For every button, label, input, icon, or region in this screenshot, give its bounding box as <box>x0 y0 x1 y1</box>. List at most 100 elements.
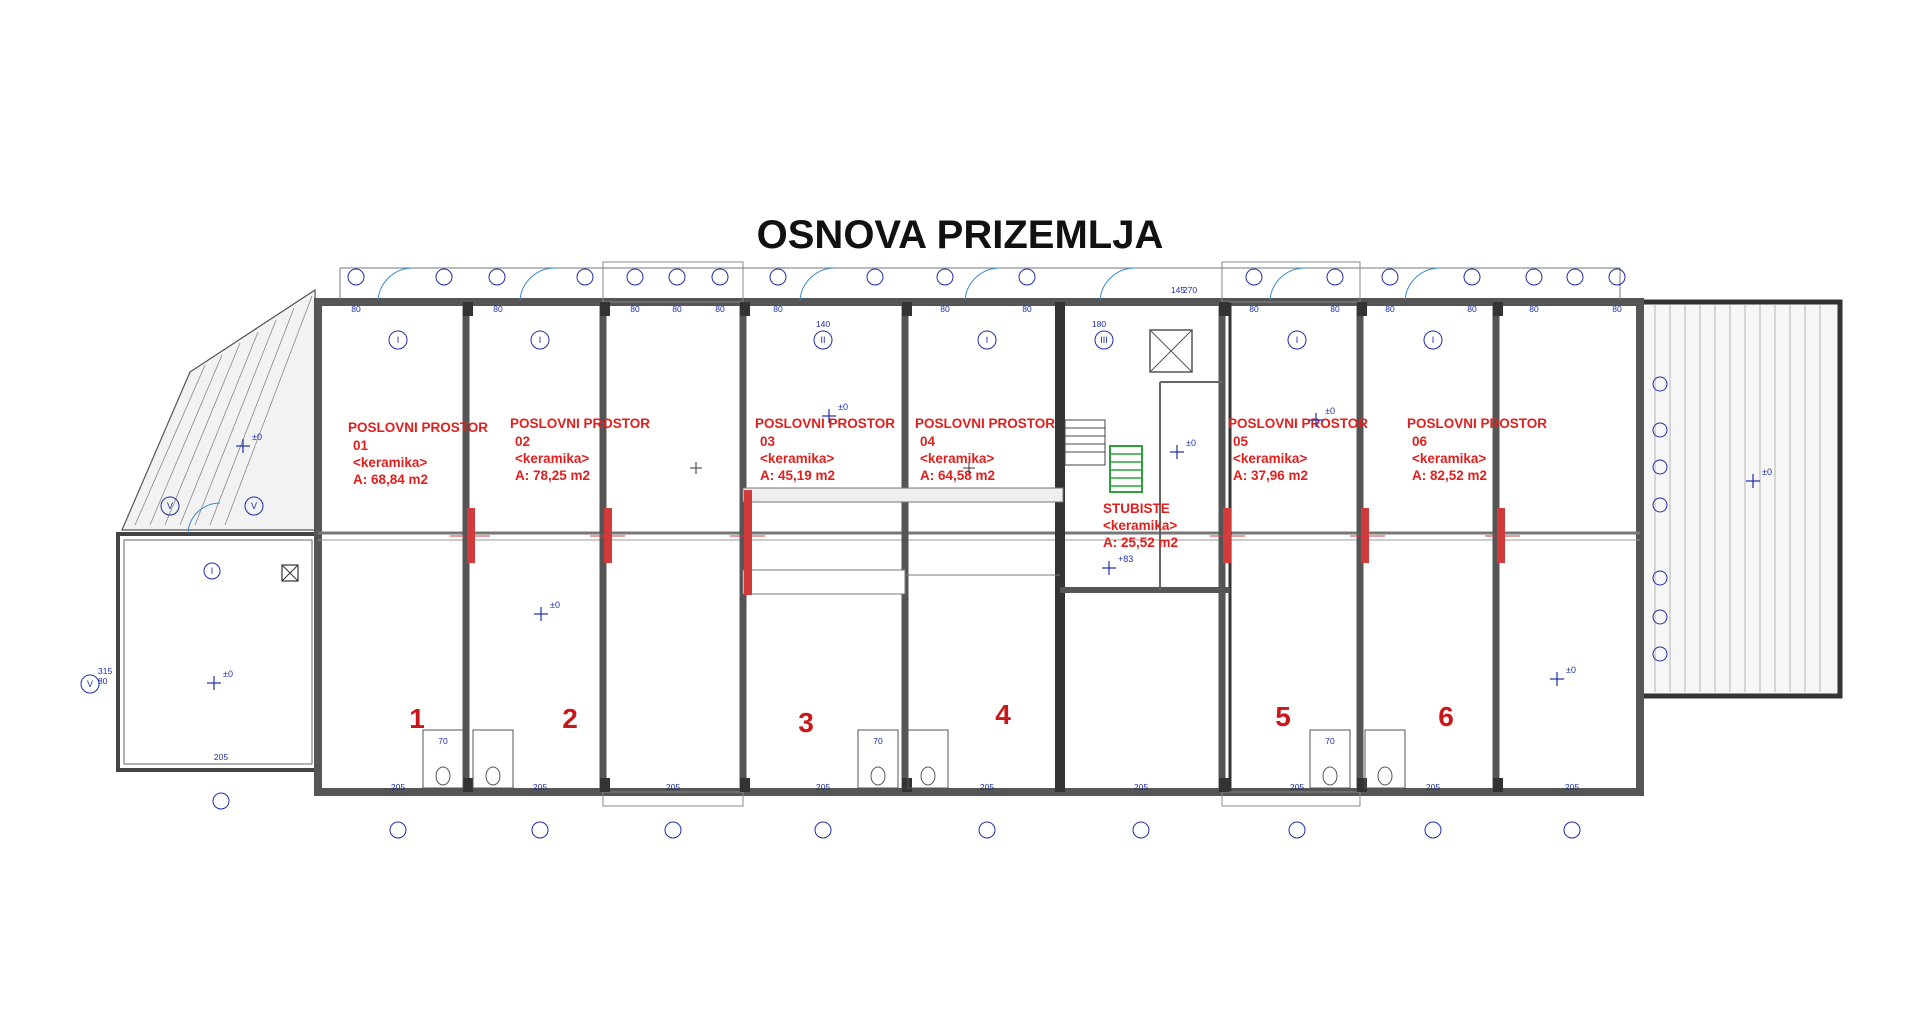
level-mark: ±0 <box>1325 406 1335 416</box>
dim: 145 <box>1171 285 1185 295</box>
room-label-06: POSLOVNI PROSTOR 06 <keramika> A: 82,52 … <box>1407 416 1547 483</box>
dim: 205 <box>980 782 994 792</box>
tag-label: I <box>539 335 542 345</box>
left-ramp <box>121 288 321 531</box>
level-mark: ±0 <box>1566 665 1576 675</box>
level-mark: ±0 <box>838 402 848 412</box>
dim: 205 <box>391 782 405 792</box>
stairwell-finish: <keramika> <box>1103 518 1177 533</box>
room-number: 06 <box>1412 434 1428 449</box>
plan-title: OSNOVA PRIZEMLJA <box>757 213 1164 257</box>
level-mark: ±0 <box>252 432 262 442</box>
dim: 80 <box>98 676 108 686</box>
level-mark: ±0 <box>223 669 233 679</box>
room-name: POSLOVNI PROSTOR <box>755 416 895 431</box>
dim: 315 <box>98 666 112 676</box>
room-label-01: POSLOVNI PROSTOR 01 <keramika> A: 68,84 … <box>348 420 488 487</box>
room-label-05: POSLOVNI PROSTOR 05 <keramika> A: 37,96 … <box>1228 416 1368 483</box>
room-finish: <keramika> <box>515 451 589 466</box>
vestibule-frame <box>116 532 320 772</box>
dim: 80 <box>1385 304 1395 314</box>
dim: 70 <box>438 736 448 746</box>
dim: 80 <box>1467 304 1477 314</box>
room-area: A: 64,58 m2 <box>920 468 995 483</box>
unit-number-3: 3 <box>798 707 814 738</box>
room-label-03: POSLOVNI PROSTOR 03 <keramika> A: 45,19 … <box>755 416 895 483</box>
room-number: 05 <box>1233 434 1249 449</box>
room-label-04: POSLOVNI PROSTOR 04 <keramika> A: 64,58 … <box>915 416 1055 483</box>
room-area: A: 68,84 m2 <box>353 472 428 487</box>
level-mark: ±0 <box>550 600 560 610</box>
unit-number-1: 1 <box>409 703 425 734</box>
room-area: A: 82,52 m2 <box>1412 468 1487 483</box>
dim: 80 <box>940 304 950 314</box>
building-walls <box>314 261 1644 807</box>
room-finish: <keramika> <box>1412 451 1486 466</box>
unit-number-6: 6 <box>1438 701 1454 732</box>
dim: 205 <box>1290 782 1304 792</box>
level-markers <box>207 409 1760 690</box>
dim: 80 <box>1022 304 1032 314</box>
cross-marks <box>690 462 975 474</box>
room-label-02: POSLOVNI PROSTOR 02 <keramika> A: 78,25 … <box>510 416 650 483</box>
door-arcs <box>187 267 1441 534</box>
room-number: 03 <box>760 434 776 449</box>
dim: 180 <box>1092 319 1106 329</box>
tag-label: I <box>986 335 989 345</box>
unit-number-2: 2 <box>562 703 578 734</box>
dim: 270 <box>1183 285 1197 295</box>
room-finish: <keramika> <box>1233 451 1307 466</box>
dim: 205 <box>533 782 547 792</box>
dim: 80 <box>630 304 640 314</box>
dim: 70 <box>873 736 883 746</box>
dim: 140 <box>816 319 830 329</box>
right-side-tags <box>1652 376 1668 662</box>
tag-label: I <box>211 566 214 576</box>
dim: 80 <box>493 304 503 314</box>
room-finish: <keramika> <box>760 451 834 466</box>
wc-fixtures <box>422 729 1406 789</box>
room-area: A: 45,19 m2 <box>760 468 835 483</box>
tag-label: I <box>1296 335 1299 345</box>
tag-label: I <box>397 335 400 345</box>
room-name: POSLOVNI PROSTOR <box>1228 416 1368 431</box>
room-name: POSLOVNI PROSTOR <box>1407 416 1547 431</box>
dim: 80 <box>672 304 682 314</box>
tag-label: V <box>167 501 173 511</box>
tag-label: II <box>820 335 825 345</box>
tag-label: V <box>87 679 93 689</box>
bottom-window-tags <box>212 792 1581 839</box>
unit-number-4: 4 <box>995 699 1011 730</box>
stairwell-label: STUBISTE <keramika> A: 25,52 m2 <box>1103 501 1178 550</box>
room-number: 04 <box>920 434 936 449</box>
room-name: POSLOVNI PROSTOR <box>915 416 1055 431</box>
level-mark: ±0 <box>1186 438 1196 448</box>
unit-number-5: 5 <box>1275 701 1291 732</box>
room-number: 01 <box>353 438 369 453</box>
tag-label: V <box>251 501 257 511</box>
dim: 80 <box>1612 304 1622 314</box>
stairwell-stairs <box>1064 329 1193 493</box>
stairwell-name: STUBISTE <box>1103 501 1170 516</box>
bottom-dimensions: 205 205 205 205 205 205 205 205 205 205 … <box>98 666 1579 792</box>
tag-label: I <box>1432 335 1435 345</box>
dim: 80 <box>1529 304 1539 314</box>
room-number: 02 <box>515 434 530 449</box>
dim: 80 <box>351 304 361 314</box>
tag-label: III <box>1100 335 1108 345</box>
dim: 70 <box>1325 736 1335 746</box>
window-tags-top <box>80 268 1626 694</box>
dim: 80 <box>715 304 725 314</box>
top-dimensions: 80 80 80 80 80 80 80 80 80 80 80 80 80 8… <box>351 285 1622 329</box>
room-name: POSLOVNI PROSTOR <box>348 420 488 435</box>
dim: 80 <box>773 304 783 314</box>
room-finish: <keramika> <box>353 455 427 470</box>
right-terrace <box>1637 299 1843 699</box>
dim: 205 <box>1134 782 1148 792</box>
dim: 80 <box>1330 304 1340 314</box>
level-mark: ±0 <box>1762 467 1772 477</box>
room-area: A: 78,25 m2 <box>515 468 590 483</box>
stairwell-area: A: 25,52 m2 <box>1103 535 1178 550</box>
dim: 205 <box>666 782 680 792</box>
vent-box <box>281 564 299 582</box>
